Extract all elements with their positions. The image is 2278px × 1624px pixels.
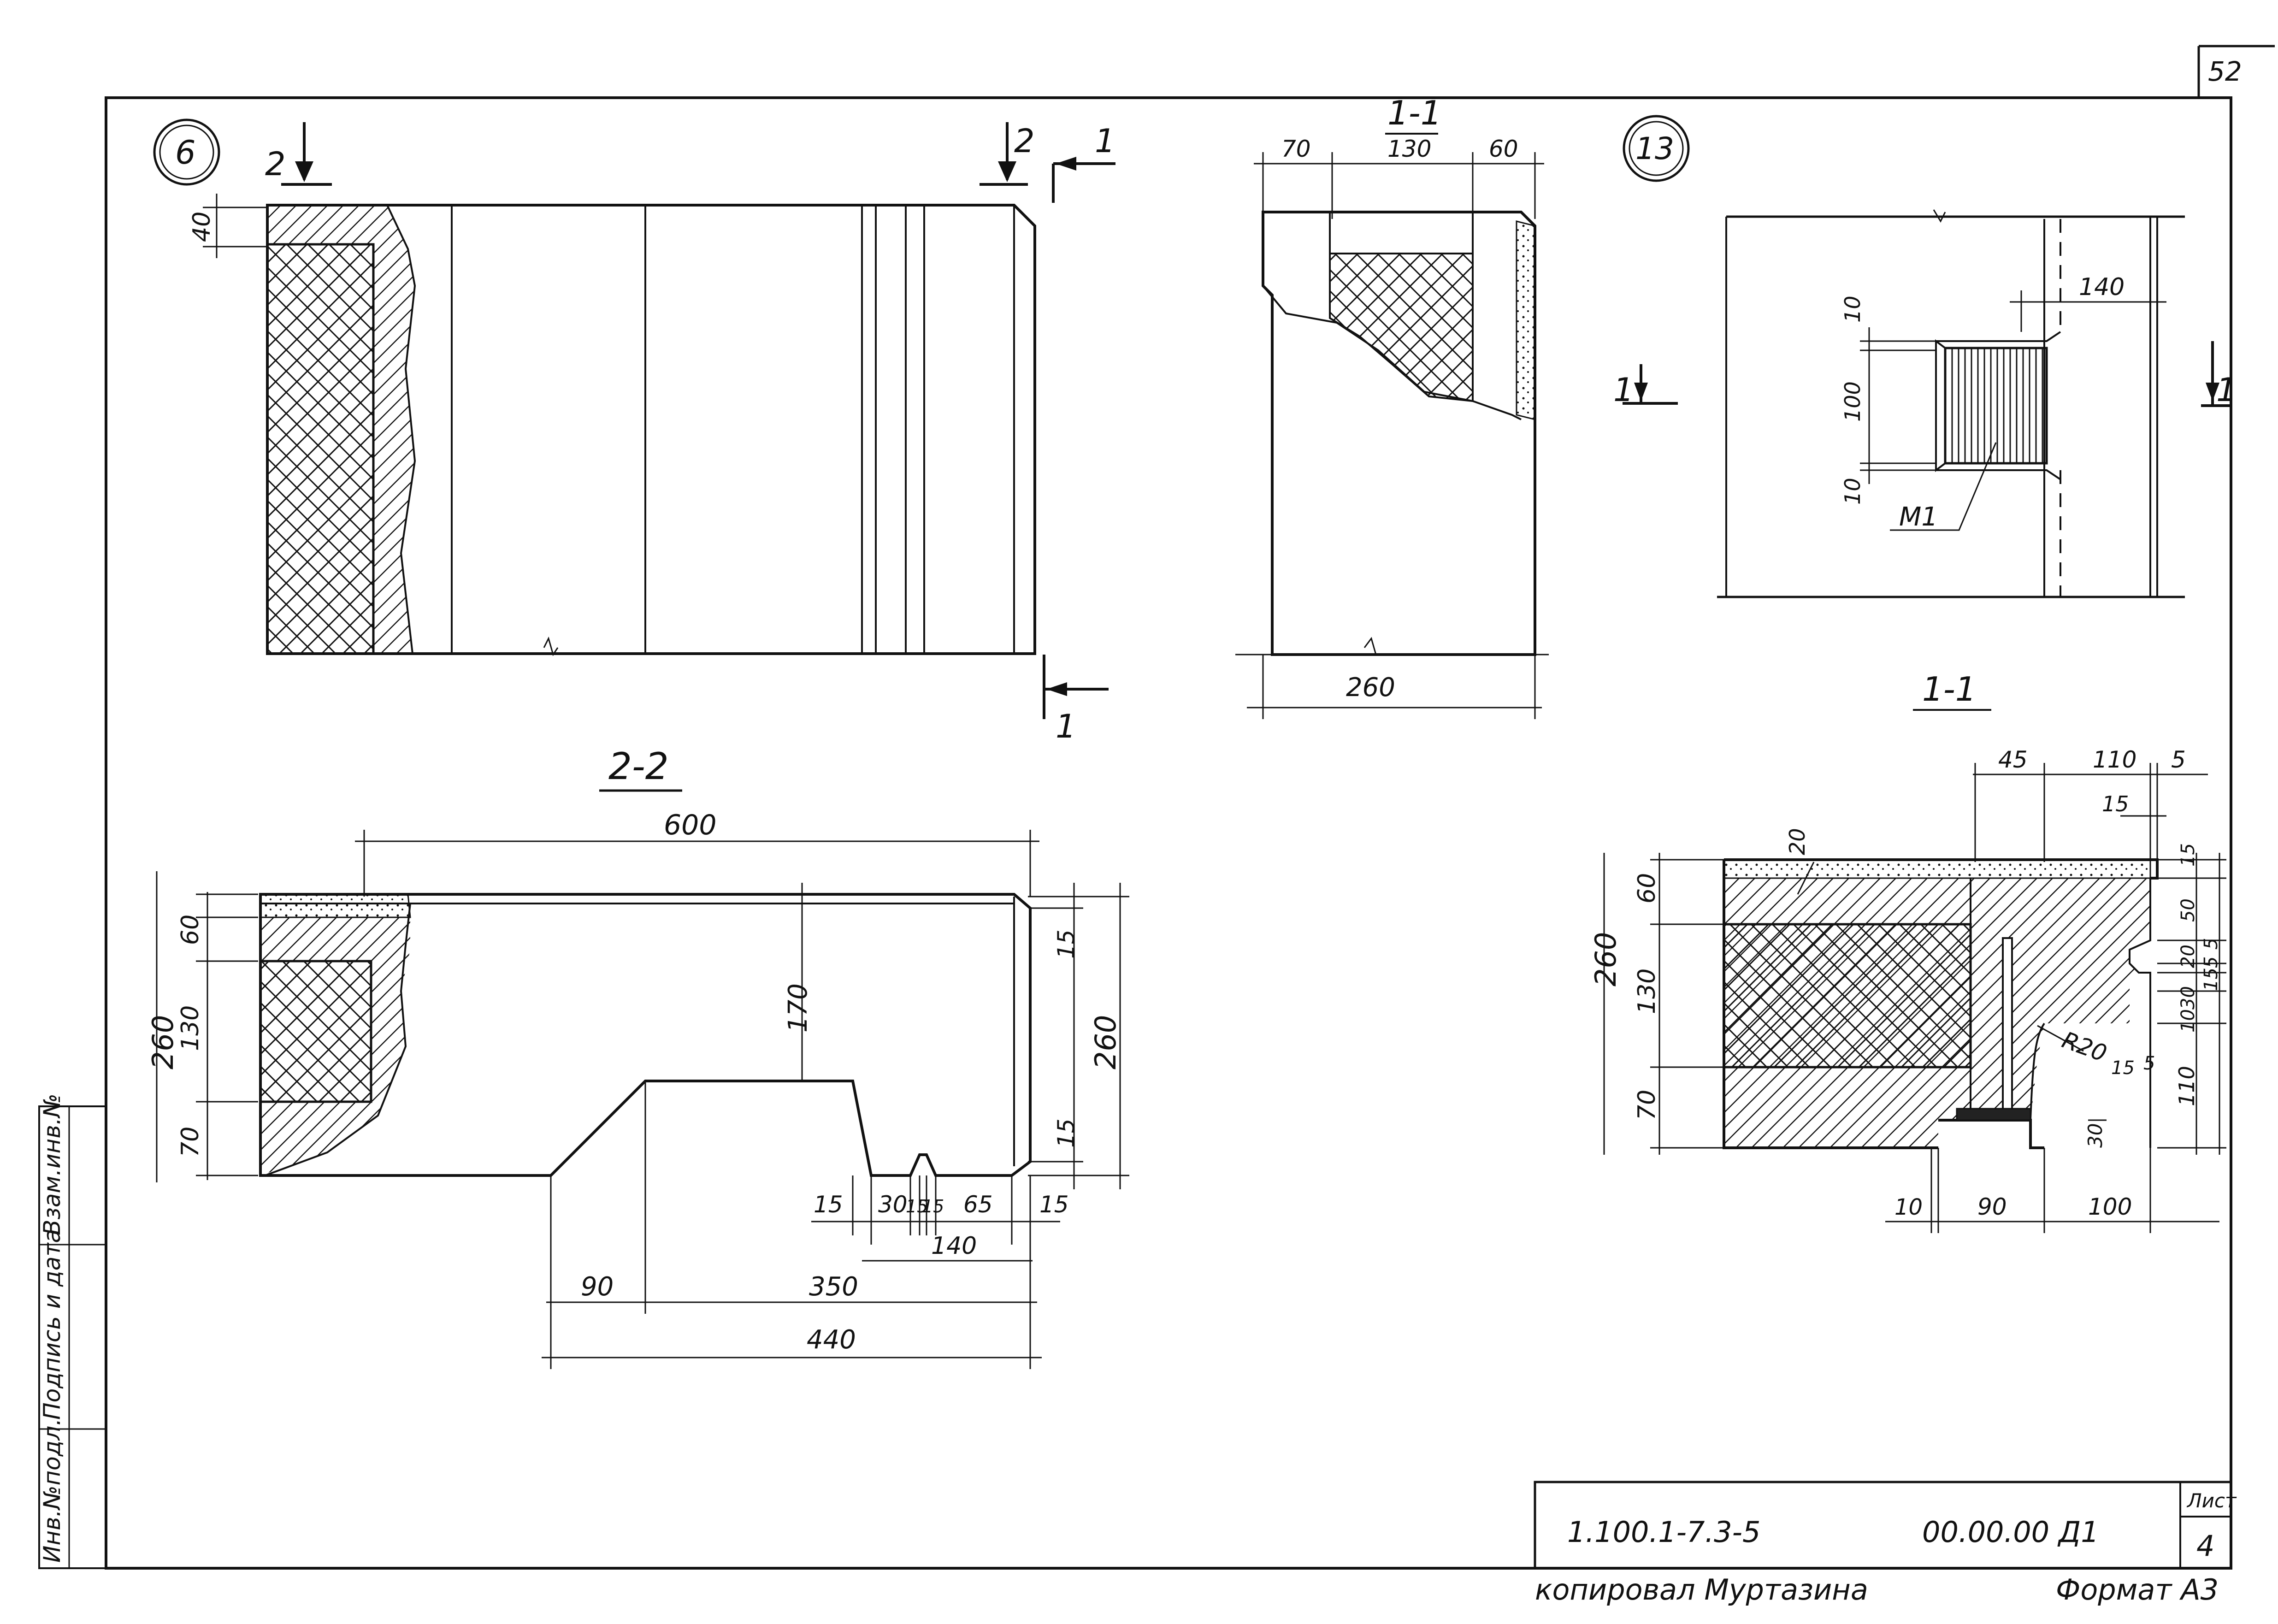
sec11r-dim-15: 15 bbox=[2102, 791, 2129, 816]
sec22-dim-70: 70 bbox=[177, 1127, 204, 1157]
doc-number: 00.00.00 Д1 bbox=[1922, 1515, 2099, 1549]
sec22-dim-30: 30 bbox=[878, 1191, 908, 1218]
node13-dim-10a: 10 bbox=[1840, 295, 1865, 323]
title-block bbox=[1534, 1481, 2231, 1568]
sec11r-dim-r15: 15 bbox=[2178, 843, 2199, 867]
sec11-dim-130: 130 bbox=[1387, 136, 1431, 162]
node13-dim-100: 100 bbox=[1840, 381, 1865, 422]
sheet-frame bbox=[105, 45, 2275, 1570]
node-6-view: 6 2 2 1 1 40 bbox=[153, 118, 1115, 745]
sec11r-dim-260: 260 bbox=[1589, 932, 1623, 986]
sec11r-dim-45: 45 bbox=[1998, 746, 2028, 773]
sec22-dim-65: 65 bbox=[963, 1191, 993, 1218]
sec22-dim-440: 440 bbox=[807, 1325, 856, 1355]
sec22-dim-15-bottom: 15 bbox=[1053, 1118, 1080, 1148]
stamp-replace-label: Взам.инв.№ bbox=[39, 1093, 65, 1235]
sec22-dim-170: 170 bbox=[783, 983, 813, 1033]
sec22-dim-60: 60 bbox=[177, 915, 204, 945]
sec11r-dim-r10: 10 bbox=[2178, 1009, 2199, 1033]
node-6-badge: 6 bbox=[175, 134, 196, 171]
node-13-mark-right: 1 bbox=[2216, 371, 2237, 409]
sec11r-dim-30: 30 bbox=[2084, 1123, 2107, 1148]
stamp-inv-label: Инв.№подл. bbox=[39, 1418, 65, 1563]
sheet-number: 4 bbox=[2196, 1529, 2214, 1563]
node-13-view: 13 1 1 10 100 10 140 М1 bbox=[1613, 115, 2237, 598]
node-13-badge: 13 bbox=[1635, 131, 1674, 166]
sheet-label: Лист bbox=[2186, 1489, 2237, 1512]
section-1-1-right-title: 1-1 bbox=[1922, 670, 1977, 709]
sec22-dim-15b: 15 bbox=[906, 1196, 928, 1217]
sec11r-dim-r5b: 5 bbox=[2201, 957, 2222, 968]
sec11r-dim-70: 70 bbox=[1633, 1090, 1661, 1120]
sec11r-dim-20: 20 bbox=[1785, 828, 1810, 855]
sec22-dim-600: 600 bbox=[664, 809, 717, 841]
sec11r-dim-r15b: 15 bbox=[2201, 968, 2222, 991]
sec11r-dim-5: 5 bbox=[2171, 746, 2186, 773]
sec11-dim-70: 70 bbox=[1281, 136, 1311, 162]
sec22-dim-15-top: 15 bbox=[1053, 929, 1080, 959]
sec22-dim-260-right: 260 bbox=[1089, 1015, 1122, 1069]
node-6-mark-1-top: 1 bbox=[1095, 122, 1115, 160]
section-1-1-right: 1-1 45 110 5 15 20 260 60 130 70 15 50 2… bbox=[1589, 670, 2226, 1233]
stamp-sign-label: Подпись и дата bbox=[39, 1229, 65, 1420]
sec22-dim-350: 350 bbox=[809, 1272, 858, 1302]
sec22-dim-15d: 15 bbox=[1039, 1191, 1069, 1218]
copied-by: копировал Муртазина bbox=[1535, 1573, 1868, 1606]
sec11r-dim-b90: 90 bbox=[1977, 1193, 2007, 1220]
node13-dim-10b: 10 bbox=[1840, 478, 1865, 505]
sec11r-dim-r30: 30 bbox=[2178, 986, 2199, 1010]
sec11r-dim-r50: 50 bbox=[2178, 898, 2199, 922]
sec11r-dim-b10: 10 bbox=[1894, 1194, 1923, 1220]
sec11r-dim-r5a: 5 bbox=[2201, 938, 2222, 950]
section-1-1-top-title: 1-1 bbox=[1387, 94, 1442, 132]
sec11r-dim-60: 60 bbox=[1633, 873, 1661, 904]
section-2-2: 2-2 600 260 60 130 70 170 15 260 15 15 3… bbox=[146, 745, 1129, 1369]
sec11r-dim-130: 130 bbox=[1633, 968, 1661, 1014]
sec11r-dim-5-inner: 5 bbox=[2143, 1053, 2155, 1074]
sec11r-dim-r110: 110 bbox=[2174, 1066, 2199, 1106]
sec11r-dim-110: 110 bbox=[2093, 746, 2136, 773]
node-6-mark-2-left: 2 bbox=[265, 145, 286, 183]
sec22-dim-15c: 15 bbox=[922, 1196, 944, 1217]
sec22-dim-130: 130 bbox=[177, 1005, 204, 1051]
node13-label-m1: М1 bbox=[1899, 502, 1938, 532]
page-number: 52 bbox=[2208, 56, 2242, 87]
side-stamp: Инв.№подл. Подпись и дата Взам.инв.№ bbox=[38, 1093, 107, 1569]
sec22-dim-90: 90 bbox=[581, 1272, 614, 1302]
sec22-dim-140: 140 bbox=[931, 1232, 977, 1260]
node-6-dim-40: 40 bbox=[188, 212, 216, 242]
sec11r-dim-r20: 20 bbox=[2178, 945, 2199, 968]
sec22-dim-15a: 15 bbox=[814, 1191, 843, 1218]
sec11-dim-260: 260 bbox=[1346, 673, 1395, 703]
section-1-1-top: 1-1 70 130 60 260 bbox=[1235, 94, 1549, 719]
drawing-code: 1.100.1-7.3-5 bbox=[1567, 1515, 1760, 1549]
sec22-dim-260-left: 260 bbox=[146, 1015, 180, 1069]
section-2-2-title: 2-2 bbox=[608, 745, 669, 788]
sec11-dim-60: 60 bbox=[1489, 136, 1518, 162]
node-13-mark-left: 1 bbox=[1613, 371, 1634, 409]
sec11r-radius: R20 bbox=[2059, 1027, 2110, 1067]
sheet-format: Формат А3 bbox=[2056, 1573, 2219, 1606]
sec11r-dim-b100: 100 bbox=[2088, 1193, 2132, 1220]
node-6-mark-2-right: 2 bbox=[1014, 122, 1035, 160]
node-6-mark-1-bottom: 1 bbox=[1056, 708, 1076, 745]
sec11r-dim-15-inner: 15 bbox=[2111, 1057, 2135, 1079]
node13-dim-140: 140 bbox=[2079, 273, 2125, 301]
